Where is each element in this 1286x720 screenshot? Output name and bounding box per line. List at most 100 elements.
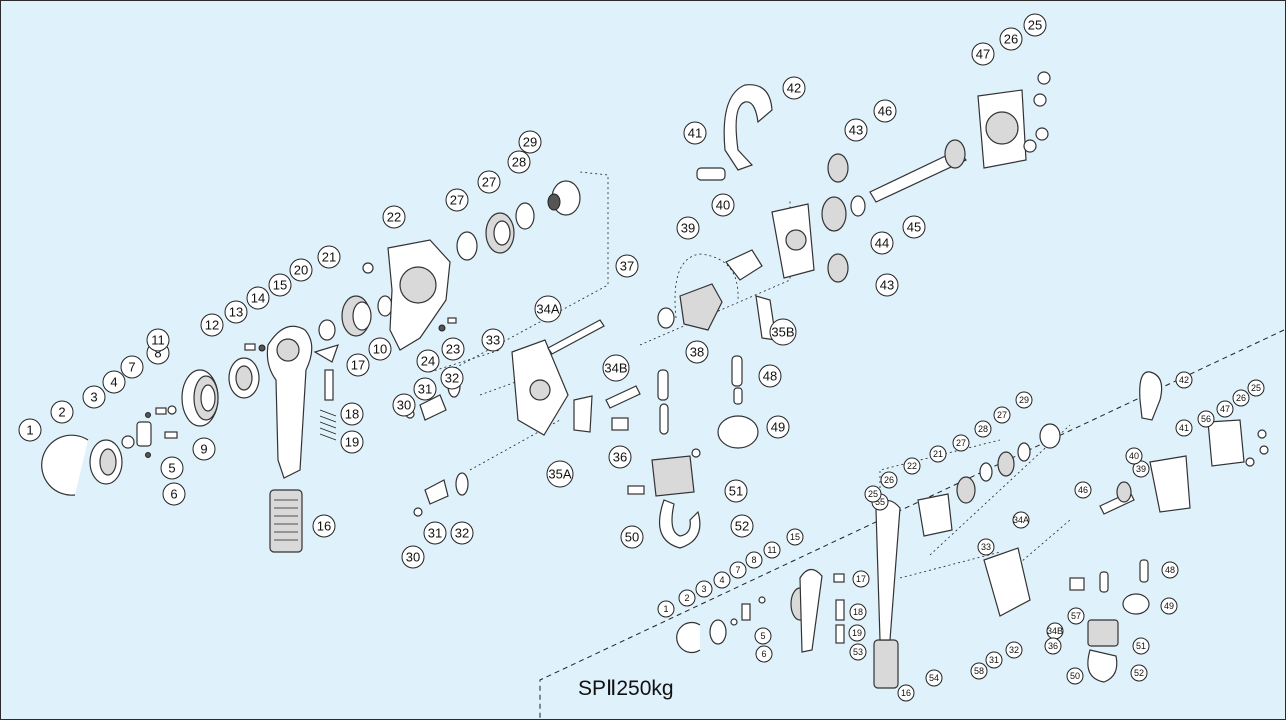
callout-inset-52: 52 xyxy=(1130,664,1148,682)
callout-main-24: 24 xyxy=(416,349,440,373)
callout-inset-25-text: 25 xyxy=(868,489,878,499)
callout-inset-26-text: 26 xyxy=(1236,393,1246,403)
callout-main-46: 46 xyxy=(873,99,897,123)
callout-main-10-text: 10 xyxy=(373,342,387,357)
callout-main-5: 5 xyxy=(160,456,184,480)
callout-inset-57: 57 xyxy=(1067,607,1085,625)
callout-main-1: 1 xyxy=(18,418,42,442)
callout-main-41: 41 xyxy=(683,121,707,145)
callout-main-47: 47 xyxy=(971,42,995,66)
part-52-bottom-block xyxy=(651,455,695,497)
callout-inset-17-text: 17 xyxy=(856,574,866,584)
callout-main-13: 13 xyxy=(224,300,248,324)
callout-inset-4: 4 xyxy=(713,571,731,589)
callout-inset-19: 19 xyxy=(848,624,866,642)
callout-inset-50-text: 50 xyxy=(1070,671,1080,681)
callout-main-29-text: 29 xyxy=(523,135,537,150)
callout-main-34B-text: 34B xyxy=(604,361,627,376)
callout-main-28-text: 28 xyxy=(512,155,526,170)
callout-main-13-text: 13 xyxy=(229,305,243,320)
callout-main-52: 52 xyxy=(730,514,754,538)
callout-inset-2: 2 xyxy=(678,589,696,607)
callout-main-29: 29 xyxy=(518,130,542,154)
callout-main-25-text: 25 xyxy=(1028,18,1042,33)
callout-main-41-text: 41 xyxy=(688,126,702,141)
callout-main-35B: 35B xyxy=(769,318,797,346)
callout-main-36: 36 xyxy=(608,445,632,469)
callout-main-27: 27 xyxy=(445,188,469,212)
callout-main-14-text: 14 xyxy=(251,291,265,306)
callout-main-2-text: 2 xyxy=(58,405,65,420)
callout-inset-39: 39 xyxy=(1132,460,1150,478)
part-1-ring xyxy=(41,434,89,496)
callout-inset-32: 32 xyxy=(1005,641,1023,659)
callout-main-22-text: 22 xyxy=(387,210,401,225)
callout-main-16-text: 16 xyxy=(317,519,331,534)
callout-inset-6-text: 6 xyxy=(761,649,766,659)
callout-main-12: 12 xyxy=(200,313,224,337)
callout-inset-25: 25 xyxy=(1247,379,1265,397)
callout-inset-19-text: 19 xyxy=(852,628,862,638)
callout-inset-29: 29 xyxy=(1015,391,1033,409)
callout-inset-51-text: 51 xyxy=(1136,641,1146,651)
callout-main-4-text: 4 xyxy=(110,375,117,390)
callout-main-50: 50 xyxy=(620,525,644,549)
part-42-top-hook xyxy=(723,84,773,171)
callout-main-42-text: 42 xyxy=(787,81,801,96)
callout-main-31: 31 xyxy=(423,521,447,545)
callout-inset-39-text: 39 xyxy=(1136,464,1146,474)
callout-inset-31: 31 xyxy=(985,651,1003,669)
callout-inset-47: 47 xyxy=(1216,400,1234,418)
callout-main-26-text: 26 xyxy=(1004,32,1018,47)
callout-main-6: 6 xyxy=(162,482,186,506)
callout-inset-41-text: 41 xyxy=(1179,423,1189,433)
callout-inset-21: 21 xyxy=(929,445,947,463)
part-52-bottom-hook xyxy=(658,499,701,549)
callout-main-43-text: 43 xyxy=(849,123,863,138)
callout-main-32-text: 32 xyxy=(445,371,459,386)
callout-inset-33: 33 xyxy=(977,538,995,556)
callout-inset-7: 7 xyxy=(729,561,747,579)
callout-main-31-text: 31 xyxy=(428,526,442,541)
callout-inset-36-text: 36 xyxy=(1048,641,1058,651)
callout-main-39-text: 39 xyxy=(681,221,695,236)
callout-main-3: 3 xyxy=(82,385,106,409)
inset-assembly-drawing xyxy=(676,371,1269,689)
callout-inset-26: 26 xyxy=(880,471,898,489)
callout-inset-29-text: 29 xyxy=(1019,395,1029,405)
callout-inset-58-text: 58 xyxy=(974,666,984,676)
callout-inset-6: 6 xyxy=(755,645,773,663)
callout-main-43: 43 xyxy=(844,118,868,142)
callout-inset-27-text: 27 xyxy=(956,438,966,448)
callout-main-51: 51 xyxy=(724,479,748,503)
callout-main-19-text: 19 xyxy=(345,435,359,450)
callout-main-30: 30 xyxy=(392,393,416,417)
callout-main-38-text: 38 xyxy=(690,345,704,360)
callout-main-2: 2 xyxy=(50,400,74,424)
callout-main-15: 15 xyxy=(268,273,292,297)
callout-main-1-text: 1 xyxy=(26,423,33,438)
callout-main-38: 38 xyxy=(685,340,709,364)
part-16-grip xyxy=(269,489,303,553)
callout-main-49-text: 49 xyxy=(771,420,785,435)
callout-main-40-text: 40 xyxy=(716,198,730,213)
callout-inset-7-text: 7 xyxy=(735,565,740,575)
callout-main-4: 4 xyxy=(102,370,126,394)
callout-inset-34B: 34B xyxy=(1046,622,1064,640)
callout-main-37: 37 xyxy=(615,254,639,278)
callout-inset-15-text: 15 xyxy=(790,532,800,542)
callout-main-20: 20 xyxy=(289,258,313,282)
callout-inset-28: 28 xyxy=(974,420,992,438)
callout-main-44-text: 44 xyxy=(875,236,889,251)
callout-main-33-text: 33 xyxy=(486,333,500,348)
callout-main-9-text: 9 xyxy=(200,442,207,457)
callout-main-33: 33 xyxy=(481,328,505,352)
callout-main-7: 7 xyxy=(120,355,144,379)
callout-main-7-text: 7 xyxy=(128,360,135,375)
callout-inset-22-text: 22 xyxy=(907,461,917,471)
callout-inset-11-text: 11 xyxy=(767,545,776,555)
callout-inset-48: 48 xyxy=(1161,561,1179,579)
callout-inset-32-text: 32 xyxy=(1009,645,1019,655)
callout-inset-18: 18 xyxy=(849,603,867,621)
